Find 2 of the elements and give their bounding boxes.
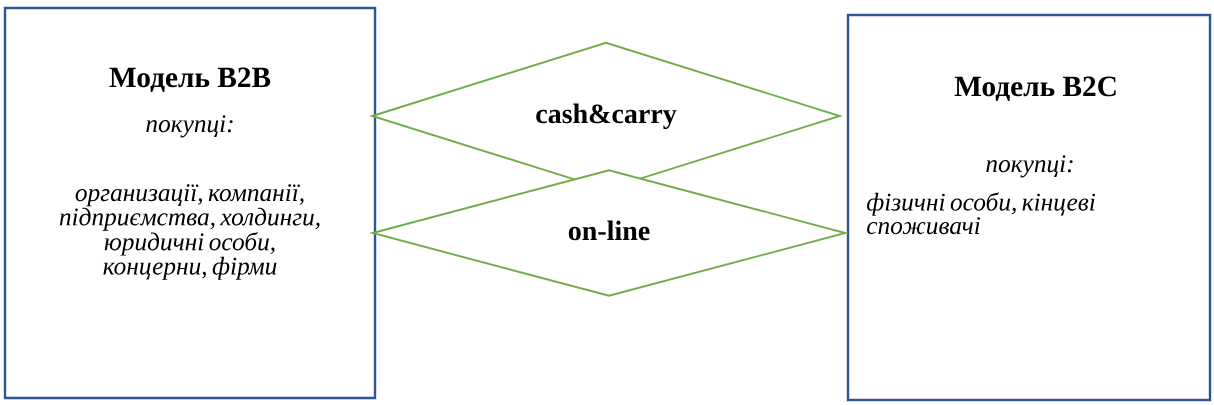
model-box: Модель B2C покупці: фізичні особи, кінцеві споживачі — [846, 13, 1212, 402]
model-box: Модель B2B покупці: организації, компанії, підприємства, холдинги, юридичні особи, концерни, фірми — [3, 6, 377, 400]
